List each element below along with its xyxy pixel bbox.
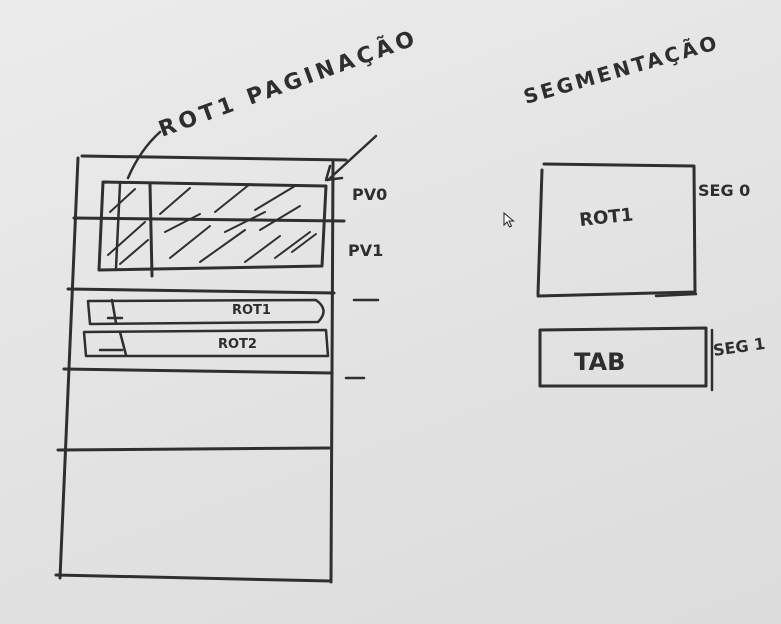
segment-0 <box>536 162 698 298</box>
column-divider-3 <box>56 446 331 452</box>
row-rot1-inner-mark <box>106 298 124 325</box>
seg1-label: SEG 1 <box>712 334 766 360</box>
column-divider-pages <box>72 216 346 223</box>
left-title: ROT1 PAGINAÇÃO <box>155 24 422 142</box>
page-block-hatching <box>107 183 317 265</box>
segment-0-left-edge <box>536 168 544 296</box>
column-bottom-line <box>54 573 333 583</box>
mouse-cursor-icon <box>503 211 515 228</box>
segment-1-outline <box>538 326 708 388</box>
row-rot1-label: ROT1 <box>232 303 271 318</box>
seg0-label: SEG 0 <box>698 181 750 200</box>
segment-1 <box>538 326 714 392</box>
arrow-to-page-left <box>126 130 162 180</box>
right-title: SEGMENTAÇÃO <box>521 30 722 109</box>
arrow-to-page-right <box>326 134 378 182</box>
page-block-inner-divider <box>148 182 154 278</box>
row-rot2-label: ROT2 <box>218 337 257 352</box>
page-block <box>97 180 328 278</box>
segment-0-bottom-extra <box>654 292 698 298</box>
label-pv1: PV1 <box>348 241 383 260</box>
label-pv0: PV0 <box>352 185 387 204</box>
segment-0-outline <box>536 162 697 298</box>
segment-0-label: ROT1 <box>578 204 634 231</box>
row-rot1-outline <box>86 298 325 326</box>
column-divider-1 <box>66 287 336 295</box>
column-divider-2 <box>62 367 334 375</box>
page-block-outline <box>97 180 328 272</box>
paging-memory-column <box>54 154 380 584</box>
row-rot1 <box>86 298 325 326</box>
row-rot2-outline <box>82 328 330 358</box>
row-rot2-inner-mark <box>98 330 128 357</box>
page-block-left-edge <box>114 182 122 270</box>
row-rot2 <box>82 328 330 358</box>
column-top-line <box>80 154 348 162</box>
segment-1-label: TAB <box>574 348 625 376</box>
arrow-head-icon <box>324 164 344 182</box>
